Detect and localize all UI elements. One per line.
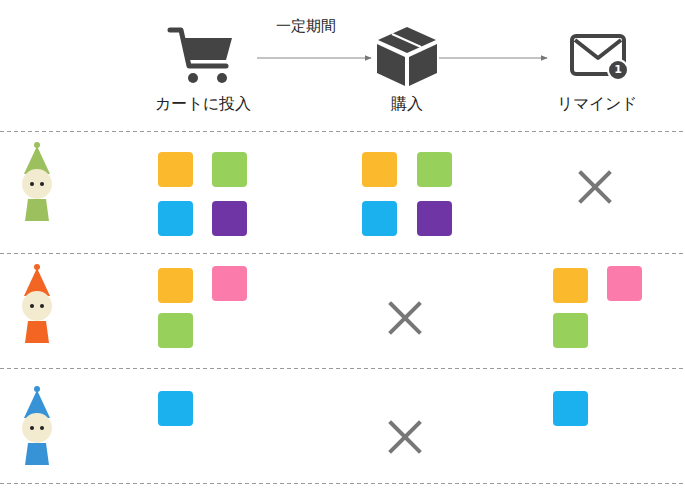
step-node: カートに投入 (149, 22, 257, 114)
row-separators (0, 132, 685, 484)
item-squares (158, 152, 642, 426)
cart-icon (170, 30, 232, 83)
badge-number: 1 (611, 64, 625, 76)
mail-icon (572, 36, 628, 80)
step-label: 購入 (375, 94, 439, 114)
person-orange (22, 264, 52, 343)
person-blue (22, 386, 52, 465)
cross-marks (391, 173, 609, 451)
flow-arrow (439, 58, 547, 59)
edge-label: 一定期間 (274, 17, 338, 35)
package-icon (377, 27, 437, 86)
flow-arrow (257, 58, 371, 59)
step-label: カートに投入 (149, 94, 257, 114)
step-node: リマインド (551, 22, 643, 114)
step-node: 購入 (375, 22, 439, 114)
person-green (22, 142, 52, 221)
step-label: リマインド (551, 94, 643, 114)
